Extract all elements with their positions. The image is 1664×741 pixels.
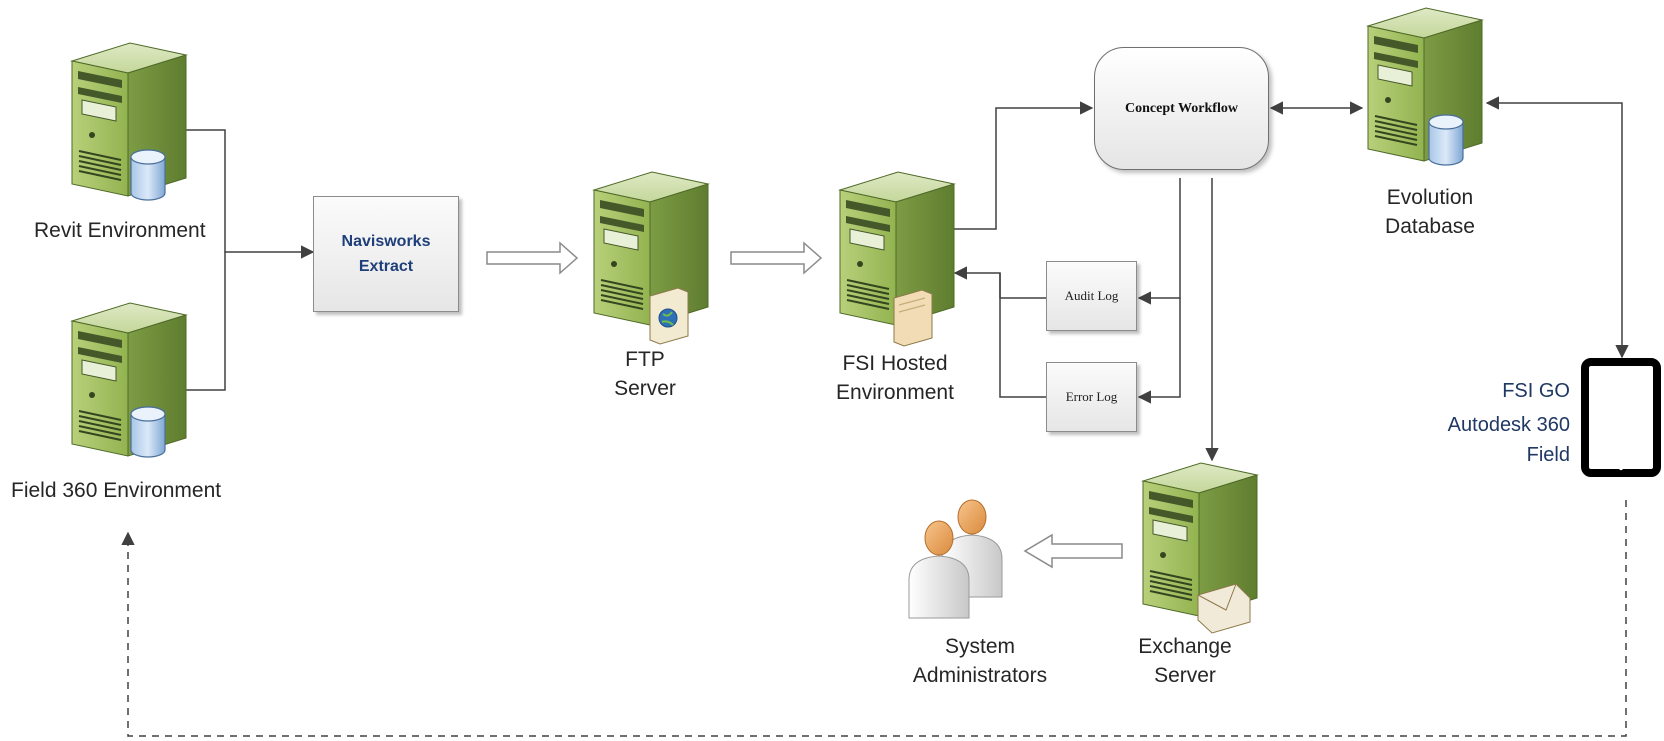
- concept-workflow-label: Concept Workflow: [1125, 100, 1238, 116]
- connector-tablet-field360-dashed: [121, 500, 1627, 737]
- ftp-server-label: FTP Server: [580, 345, 710, 403]
- tablet-icon: [1581, 358, 1661, 477]
- navisworks-extract-line2: Extract: [358, 258, 414, 275]
- folder-document-icon: [893, 289, 933, 347]
- block-arrow-ftp-fsi: [730, 241, 823, 275]
- exchange-server-label: Exchange Server: [1120, 632, 1250, 690]
- concept-workflow-box: Concept Workflow: [1094, 47, 1269, 170]
- block-arrows: [486, 241, 1123, 569]
- ftp-server-line2: Server: [614, 377, 676, 400]
- ftp-server-line1: FTP: [625, 348, 665, 371]
- audit-log-label: Audit Log: [1064, 288, 1119, 303]
- connector-field360-navis: [186, 252, 226, 391]
- field360-server-icon: [71, 302, 187, 458]
- evolution-database-line2: Database: [1385, 215, 1475, 238]
- fsi-hosted-line1: FSI Hosted: [842, 352, 948, 375]
- error-log-box: Error Log: [1046, 362, 1137, 432]
- system-administrators-line1: System: [944, 635, 1015, 658]
- envelope-icon: [1197, 583, 1251, 634]
- revit-server-icon: [71, 42, 187, 201]
- users-icon: [908, 499, 1003, 619]
- globe-document-icon: [649, 287, 689, 345]
- evolution-database-label: Evolution Database: [1355, 183, 1505, 241]
- exchange-server-line2: Server: [1154, 664, 1216, 687]
- tablet-app-field: Field: [1526, 444, 1570, 466]
- block-arrow-exchange-admins: [1023, 533, 1123, 569]
- system-administrators-label: System Administrators: [900, 632, 1060, 690]
- error-log-label: Error Log: [1065, 389, 1118, 404]
- exchange-server-icon: [1142, 462, 1258, 634]
- tablet-app-fsi-go: FSI GO: [1502, 380, 1570, 402]
- connector-concept-audit: [1137, 178, 1181, 305]
- connector-concept-error: [1137, 298, 1181, 404]
- navisworks-extract-box: Navisworks Extract: [313, 196, 459, 312]
- ftp-server-icon: [593, 171, 709, 345]
- connector-evolution-tablet: [1485, 96, 1629, 359]
- fsi-hosted-line2: Environment: [836, 381, 954, 404]
- fsi-hosted-environment-label: FSI Hosted Environment: [820, 349, 970, 407]
- connector-fsi-concept: [954, 101, 1094, 230]
- connectors: [121, 96, 1629, 737]
- exchange-server-line1: Exchange: [1138, 635, 1232, 658]
- evolution-db-server-icon: [1367, 7, 1483, 166]
- connector-error-fsi: [999, 273, 1046, 398]
- navisworks-extract-line1: Navisworks: [341, 233, 431, 250]
- system-administrators-line2: Administrators: [912, 664, 1048, 687]
- evolution-database-line1: Evolution: [1386, 186, 1474, 209]
- block-arrow-navis-ftp: [486, 241, 579, 275]
- tablet-app-autodesk-360: Autodesk 360: [1447, 414, 1570, 436]
- audit-log-box: Audit Log: [1046, 261, 1137, 331]
- tablet-apps-label: FSI GO Autodesk 360 Field: [1420, 374, 1570, 468]
- connector-revit-navis: [186, 129, 315, 259]
- field360-environment-label: Field 360 Environment: [11, 479, 222, 502]
- revit-environment-label: Revit Environment: [34, 219, 206, 242]
- fsi-hosted-server-icon: [839, 171, 955, 347]
